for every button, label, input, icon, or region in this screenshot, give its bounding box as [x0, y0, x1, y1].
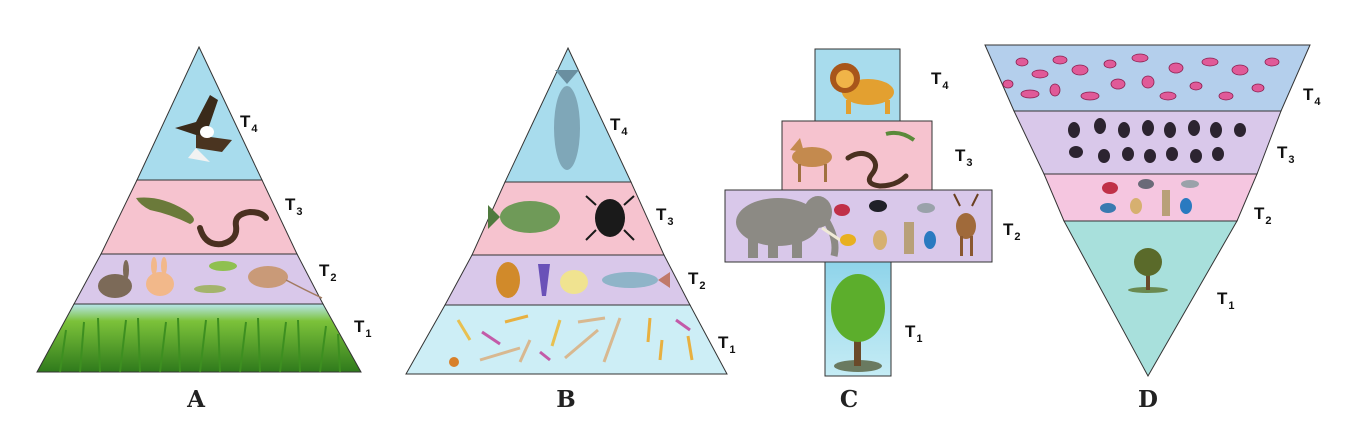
trophic-label-subscript: 4: [1314, 96, 1321, 108]
grasshopper-icon: [194, 285, 226, 293]
trophic-label-text: T: [354, 317, 365, 336]
lion-icon: [830, 63, 894, 114]
trophic-label-b-t3: T3: [656, 205, 674, 228]
trophic-label-text: T: [718, 333, 729, 352]
phytoplankton-icon: [449, 314, 694, 367]
trophic-label-b-t1: T1: [718, 333, 736, 356]
trophic-label-text: T: [1277, 143, 1288, 162]
trophic-label-subscript: 1: [365, 328, 372, 340]
trophic-label-text: T: [905, 322, 916, 341]
trophic-label-d-t3: T3: [1277, 143, 1295, 166]
pyramid-d-level-t1: [1063, 220, 1238, 378]
grasshopper-icon: [209, 261, 237, 271]
pyramid-b-caption: B: [556, 386, 576, 413]
trophic-label-d-t1: T1: [1217, 289, 1235, 312]
trophic-label-a-t4: T4: [240, 112, 258, 135]
zooplankton-icon: [538, 264, 550, 296]
insects-icon: [1068, 118, 1246, 163]
trophic-label-text: T: [285, 195, 296, 214]
fish-icon: [554, 70, 580, 170]
zooplankton-icon: [560, 270, 588, 294]
zooplankton-icon: [496, 262, 520, 298]
trophic-label-a-t1: T1: [354, 317, 372, 340]
rabbit-icon: [98, 260, 132, 298]
pyramid-a-level-t1: [36, 303, 362, 373]
trophic-label-text: T: [1303, 85, 1314, 104]
birds-icon: [1100, 179, 1199, 216]
trophic-label-subscript: 4: [251, 123, 258, 135]
trophic-label-text: T: [1003, 220, 1014, 239]
trophic-label-text: T: [931, 69, 942, 88]
trophic-label-b-t2: T2: [688, 269, 706, 292]
trophic-label-subscript: 3: [966, 157, 973, 169]
trophic-label-text: T: [610, 115, 621, 134]
pyramid-b: [405, 46, 728, 375]
lizard-icon: [885, 130, 916, 142]
snake-icon: [845, 150, 909, 189]
grass-icon: [59, 317, 341, 373]
elephant-icon: [736, 196, 847, 258]
fish-icon: [602, 272, 670, 288]
trophic-label-subscript: 2: [1265, 215, 1272, 227]
jackal-icon: [790, 138, 832, 182]
trophic-label-d-t4: T4: [1303, 85, 1321, 108]
trophic-label-subscript: 3: [296, 206, 303, 218]
trophic-label-c-t3: T3: [955, 146, 973, 169]
deer-icon: [953, 193, 979, 256]
trophic-label-text: T: [656, 205, 667, 224]
beetle-icon: [585, 195, 635, 241]
trophic-label-subscript: 3: [1288, 154, 1295, 166]
fish-icon: [488, 201, 560, 233]
rat-icon: [248, 266, 323, 299]
trophic-label-subscript: 3: [667, 216, 674, 228]
trophic-label-d-t2: T2: [1254, 204, 1272, 227]
trophic-label-subscript: 2: [330, 272, 337, 284]
snake-icon: [197, 208, 269, 248]
lizard-icon: [136, 197, 194, 224]
trophic-label-c-t2: T2: [1003, 220, 1021, 243]
trophic-label-subscript: 4: [621, 126, 628, 138]
trophic-label-subscript: 1: [729, 344, 736, 356]
microorganisms-icon: [1002, 53, 1280, 101]
trophic-label-c-t1: T1: [905, 322, 923, 345]
trophic-label-subscript: 2: [699, 280, 706, 292]
trophic-label-subscript: 2: [1014, 231, 1021, 243]
pyramid-a: [36, 45, 362, 373]
trophic-label-a-t3: T3: [285, 195, 303, 218]
trophic-label-b-t4: T4: [610, 115, 628, 138]
tree-icon: [831, 274, 885, 372]
pyramid-c: [724, 48, 993, 377]
trophic-label-subscript: 4: [942, 80, 949, 92]
pyramid-d: [984, 44, 1311, 378]
trophic-label-text: T: [688, 269, 699, 288]
eagle-icon: [175, 95, 232, 162]
trophic-label-c-t4: T4: [931, 69, 949, 92]
birds-icon: [834, 200, 936, 254]
trophic-label-text: T: [1217, 289, 1228, 308]
pyramid-d-caption: D: [1138, 386, 1158, 413]
pyramid-a-caption: A: [187, 386, 205, 413]
trophic-label-text: T: [319, 261, 330, 280]
trophic-label-subscript: 1: [1228, 300, 1235, 312]
trophic-label-text: T: [240, 112, 251, 131]
tree-icon: [1128, 248, 1168, 293]
trophic-label-text: T: [1254, 204, 1265, 223]
trophic-label-text: T: [955, 146, 966, 165]
rabbit-icon: [146, 257, 174, 296]
pyramid-c-caption: C: [839, 386, 859, 413]
trophic-label-a-t2: T2: [319, 261, 337, 284]
trophic-label-subscript: 1: [916, 333, 923, 345]
